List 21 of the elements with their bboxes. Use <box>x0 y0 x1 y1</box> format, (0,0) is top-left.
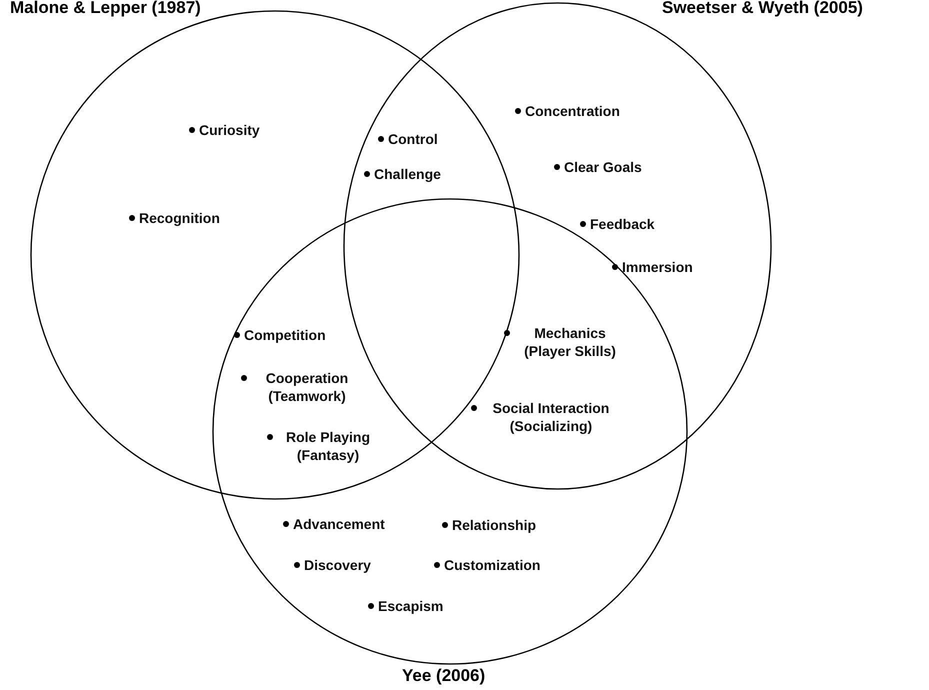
item-label: Immersion <box>622 258 693 276</box>
item-label: Challenge <box>374 165 441 183</box>
set-title: Malone & Lepper (1987) <box>10 0 201 18</box>
item-label: Control <box>388 130 438 148</box>
item-label: Advancement <box>293 515 385 533</box>
item-label: Customization <box>444 556 540 574</box>
item-label: Recognition <box>139 209 220 227</box>
item-label: Concentration <box>525 102 620 120</box>
item-label: Mechanics (Player Skills) <box>523 324 617 360</box>
set-title: Sweetser & Wyeth (2005) <box>662 0 863 18</box>
item-label: Competition <box>244 326 326 344</box>
item-label: Role Playing (Fantasy) <box>284 428 372 464</box>
set-title: Yee (2006) <box>402 666 486 686</box>
item-label: Relationship <box>452 516 536 534</box>
item-label: Escapism <box>378 597 444 615</box>
item-label: Curiosity <box>199 121 260 139</box>
item-label: Cooperation (Teamwork) <box>264 369 350 405</box>
item-label: Discovery <box>304 556 371 574</box>
item-label: Feedback <box>590 215 655 233</box>
item-label: Clear Goals <box>564 158 642 176</box>
item-label: Social Interaction (Socializing) <box>492 399 610 435</box>
